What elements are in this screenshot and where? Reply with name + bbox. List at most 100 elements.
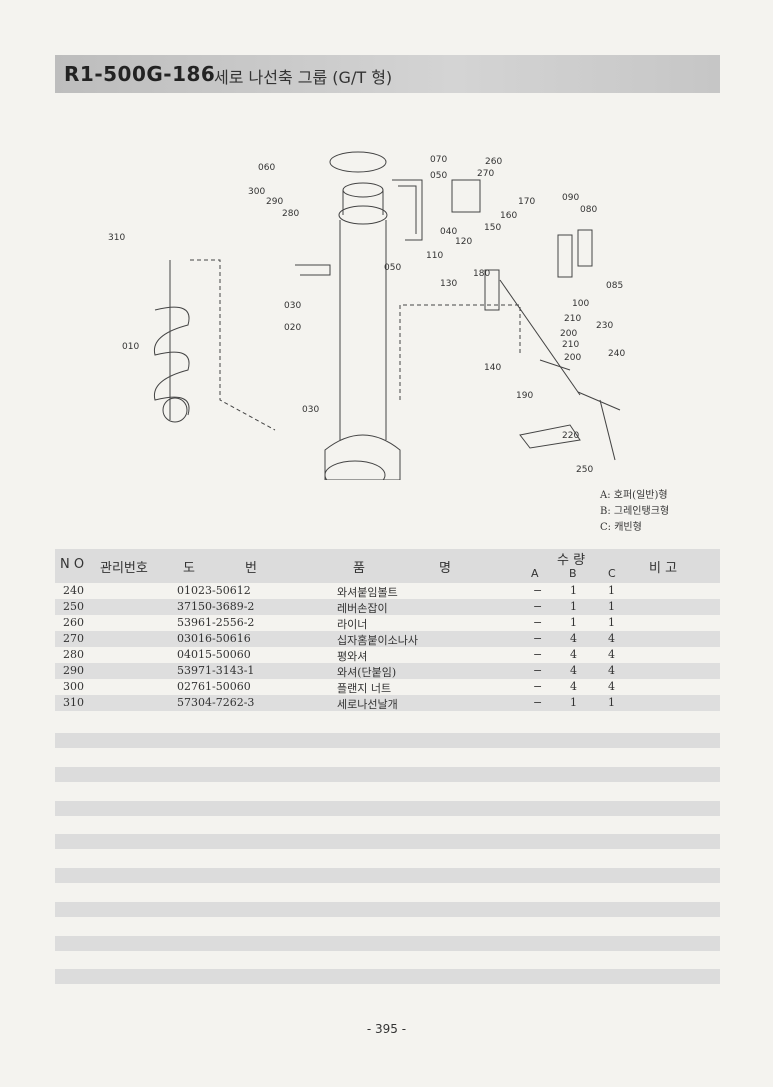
empty-row-band	[55, 902, 720, 917]
header-mgmt-number: 관리번호	[100, 561, 148, 576]
cell-drawing-number: 02761-50060	[177, 680, 251, 693]
table-row: 270 03016-50616 십자홈붙이소나사 − 4 4	[55, 631, 720, 647]
cell-part-name: 평와셔	[337, 650, 368, 663]
callout: 290	[266, 197, 283, 207]
cell-part-name: 레버손잡이	[337, 602, 388, 615]
callout: 160	[500, 211, 517, 221]
header-qty-a: A	[531, 567, 539, 580]
cell-no: 290	[63, 664, 84, 677]
cell-part-name: 플랜지 너트	[337, 682, 392, 695]
cell-drawing-number: 53961-2556-2	[177, 616, 255, 629]
exploded-parts-diagram: 060 070 260 270 050 300 290 280 310 040 …	[100, 130, 720, 490]
empty-row-band	[55, 801, 720, 816]
cell-drawing-number: 57304-7262-3	[177, 696, 255, 709]
table-row: 240 01023-50612 와셔붙임볼트 − 1 1	[55, 583, 720, 599]
cell-qty-b: 1	[570, 600, 577, 613]
cell-qty-b: 4	[570, 680, 577, 693]
cell-qty-a: −	[533, 616, 543, 629]
cell-qty-a: −	[533, 600, 543, 613]
callout: 180	[473, 269, 490, 279]
cell-no: 310	[63, 696, 84, 709]
variant-legend: A: 호퍼(일반)형 B: 그레인탱크형 C: 캐빈형	[600, 488, 669, 536]
legend-item: A: 호퍼(일반)형	[600, 490, 668, 501]
callout: 040	[440, 227, 457, 237]
cell-part-name: 라이너	[337, 618, 368, 631]
part-group-name: 세로 나선축 그룹 (G/T 형)	[214, 68, 393, 87]
callout: 220	[562, 431, 579, 441]
table-row: 310 57304-7262-3 세로나선날개 − 1 1	[55, 695, 720, 711]
cell-qty-a: −	[533, 584, 543, 597]
part-group-code: R1-500G-186	[64, 62, 216, 86]
callout: 260	[485, 157, 502, 167]
callout: 085	[606, 281, 623, 291]
empty-row-band	[55, 936, 720, 951]
callout: 090	[562, 193, 579, 203]
cell-qty-a: −	[533, 680, 543, 693]
callout: 150	[484, 223, 501, 233]
table-row: 250 37150-3689-2 레버손잡이 − 1 1	[55, 599, 720, 615]
table-row: 300 02761-50060 플랜지 너트 − 4 4	[55, 679, 720, 695]
callout: 020	[284, 323, 301, 333]
cell-qty-c: 1	[608, 616, 615, 629]
cell-qty-c: 1	[608, 584, 615, 597]
cell-drawing-number: 03016-50616	[177, 632, 251, 645]
callout: 030	[302, 405, 319, 415]
callout: 050	[430, 171, 447, 181]
empty-row-band	[55, 868, 720, 883]
cell-qty-a: −	[533, 648, 543, 661]
callout: 310	[108, 233, 125, 243]
cell-no: 250	[63, 600, 84, 613]
callout: 240	[608, 349, 625, 359]
callout: 050	[384, 263, 401, 273]
cell-no: 280	[63, 648, 84, 661]
callout: 250	[576, 465, 593, 475]
legend-item: B: 그레인탱크형	[600, 506, 670, 517]
callout: 200	[564, 353, 581, 363]
callout: 210	[564, 314, 581, 324]
callout: 230	[596, 321, 613, 331]
callout: 030	[284, 301, 301, 311]
cell-drawing-number: 37150-3689-2	[177, 600, 255, 613]
callout: 200	[560, 329, 577, 339]
cell-drawing-number: 01023-50612	[177, 584, 251, 597]
table-header: N O 관리번호 도 번 품 명 수 량 A B C 비 고	[55, 549, 720, 583]
page-number: - 395 -	[366, 1022, 407, 1036]
callout: 070	[430, 155, 447, 165]
cell-qty-a: −	[533, 696, 543, 709]
cell-qty-c: 1	[608, 696, 615, 709]
table-row: 280 04015-50060 평와셔 − 4 4	[55, 647, 720, 663]
callout-labels: 060 070 260 270 050 300 290 280 310 040 …	[108, 155, 625, 475]
callout: 300	[248, 187, 265, 197]
callout: 270	[477, 169, 494, 179]
header-qty-c: C	[608, 567, 616, 580]
cell-qty-b: 1	[570, 696, 577, 709]
cell-qty-b: 1	[570, 616, 577, 629]
cell-part-name: 십자홈붙이소나사	[337, 634, 418, 647]
callout: 190	[516, 391, 533, 401]
empty-row-band	[55, 733, 720, 748]
callout: 130	[440, 279, 457, 289]
cell-drawing-number: 04015-50060	[177, 648, 251, 661]
header-name-2: 명	[439, 561, 451, 576]
cell-qty-a: −	[533, 664, 543, 677]
callout: 120	[455, 237, 472, 247]
cell-no: 260	[63, 616, 84, 629]
header-drawing-2: 번	[245, 561, 257, 576]
cell-qty-c: 4	[608, 632, 615, 645]
header-remark: 비 고	[649, 561, 678, 576]
empty-row-band	[55, 969, 720, 984]
cell-qty-b: 1	[570, 584, 577, 597]
empty-row-band	[55, 767, 720, 782]
header-quantity: 수 량	[557, 553, 586, 568]
table-row: 260 53961-2556-2 라이너 − 1 1	[55, 615, 720, 631]
callout: 110	[426, 251, 443, 261]
cell-no: 240	[63, 584, 84, 597]
header-drawing-1: 도	[183, 561, 195, 576]
callout: 280	[282, 209, 299, 219]
cell-part-name: 와셔(단붙임)	[337, 666, 397, 679]
title-bar	[55, 55, 720, 93]
cell-part-name: 와셔붙임볼트	[337, 586, 398, 599]
cell-qty-b: 4	[570, 664, 577, 677]
cell-qty-b: 4	[570, 632, 577, 645]
callout: 010	[122, 342, 139, 352]
